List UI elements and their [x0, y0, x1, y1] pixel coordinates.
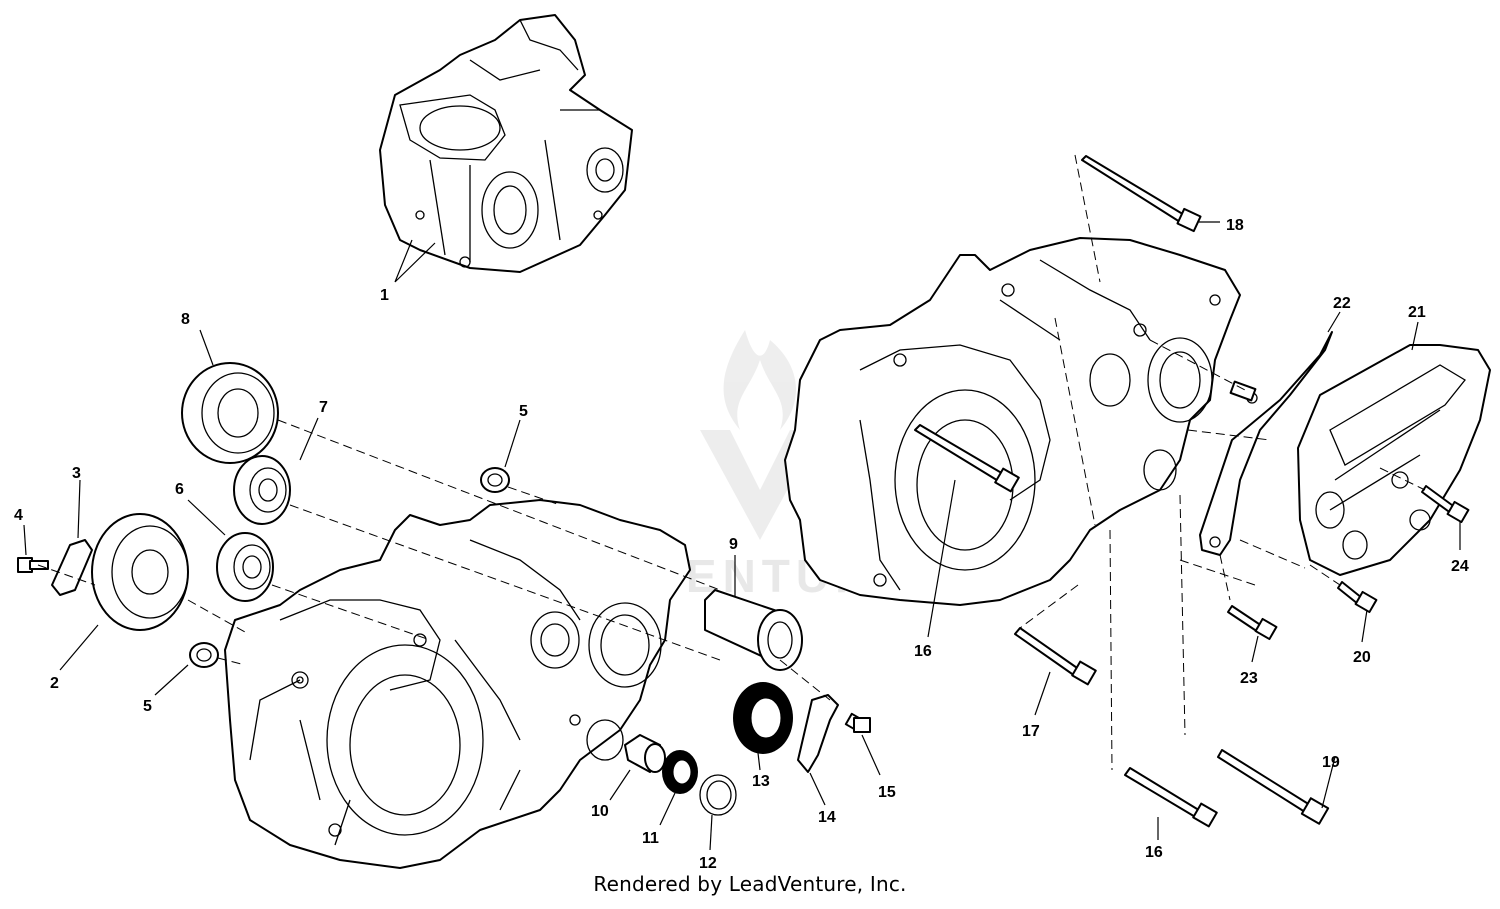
callout-10: 10 [591, 803, 609, 820]
callout-20: 20 [1353, 649, 1371, 666]
callout-17: 17 [1022, 723, 1040, 740]
dowel-pin [1229, 380, 1257, 402]
bolt-18 [1081, 155, 1202, 233]
oil-seal-small [662, 750, 698, 794]
callout-labels: 1 2 3 4 5 5 6 7 8 9 10 11 12 13 14 15 16… [14, 217, 1469, 872]
callout-16-lower: 16 [1145, 844, 1163, 861]
callout-5-lower: 5 [143, 698, 152, 715]
callout-4: 4 [14, 507, 23, 524]
callout-6: 6 [175, 481, 184, 498]
callout-14: 14 [818, 809, 836, 826]
render-credit: Rendered by LeadVenture, Inc. [593, 872, 907, 896]
callout-11: 11 [642, 830, 659, 847]
oil-seal-large [733, 682, 793, 754]
callout-19: 19 [1322, 754, 1340, 771]
callout-13: 13 [752, 773, 770, 790]
sleeve [704, 589, 803, 671]
collar [624, 734, 666, 773]
callout-15: 15 [878, 784, 896, 801]
callout-12: 12 [699, 855, 717, 872]
bolt-17 [1014, 627, 1097, 686]
left-crankcase-half [224, 499, 691, 869]
assembled-crankcase [379, 14, 633, 273]
bolt-19 [1217, 749, 1330, 825]
bolt-20 [1337, 581, 1378, 614]
bearing-7 [233, 455, 291, 525]
bearing-8 [181, 362, 279, 464]
bearing-2 [91, 513, 189, 631]
callout-8: 8 [181, 311, 190, 328]
leader-lines [23, 221, 1461, 851]
assembly-lines [37, 154, 1426, 771]
callout-22: 22 [1333, 295, 1351, 312]
side-cover [1297, 344, 1491, 576]
callout-2: 2 [50, 675, 59, 692]
right-crankcase-half [784, 237, 1241, 606]
bolt-24 [1421, 485, 1470, 524]
bolt-16-upper [914, 424, 1020, 493]
callout-3: 3 [72, 465, 81, 482]
callout-7: 7 [319, 399, 328, 416]
callout-18: 18 [1226, 217, 1244, 234]
bearing-6 [216, 532, 274, 602]
bolt-23 [1227, 605, 1278, 641]
retainer-plate [51, 539, 93, 596]
callout-24: 24 [1451, 558, 1469, 575]
callout-16-upper: 16 [914, 643, 932, 660]
dowel-5-lower [189, 642, 219, 668]
callout-21: 21 [1408, 304, 1426, 321]
seal-retainer-plate [797, 694, 839, 773]
bolt-4 [17, 557, 49, 573]
callout-9: 9 [729, 536, 738, 553]
bolt-15 [844, 712, 871, 733]
callout-1: 1 [380, 287, 389, 304]
bolt-16-lower [1124, 767, 1218, 828]
circlip [699, 774, 737, 816]
dowel-5-upper [480, 467, 510, 493]
callout-5-upper: 5 [519, 403, 528, 420]
callout-23: 23 [1240, 670, 1258, 687]
